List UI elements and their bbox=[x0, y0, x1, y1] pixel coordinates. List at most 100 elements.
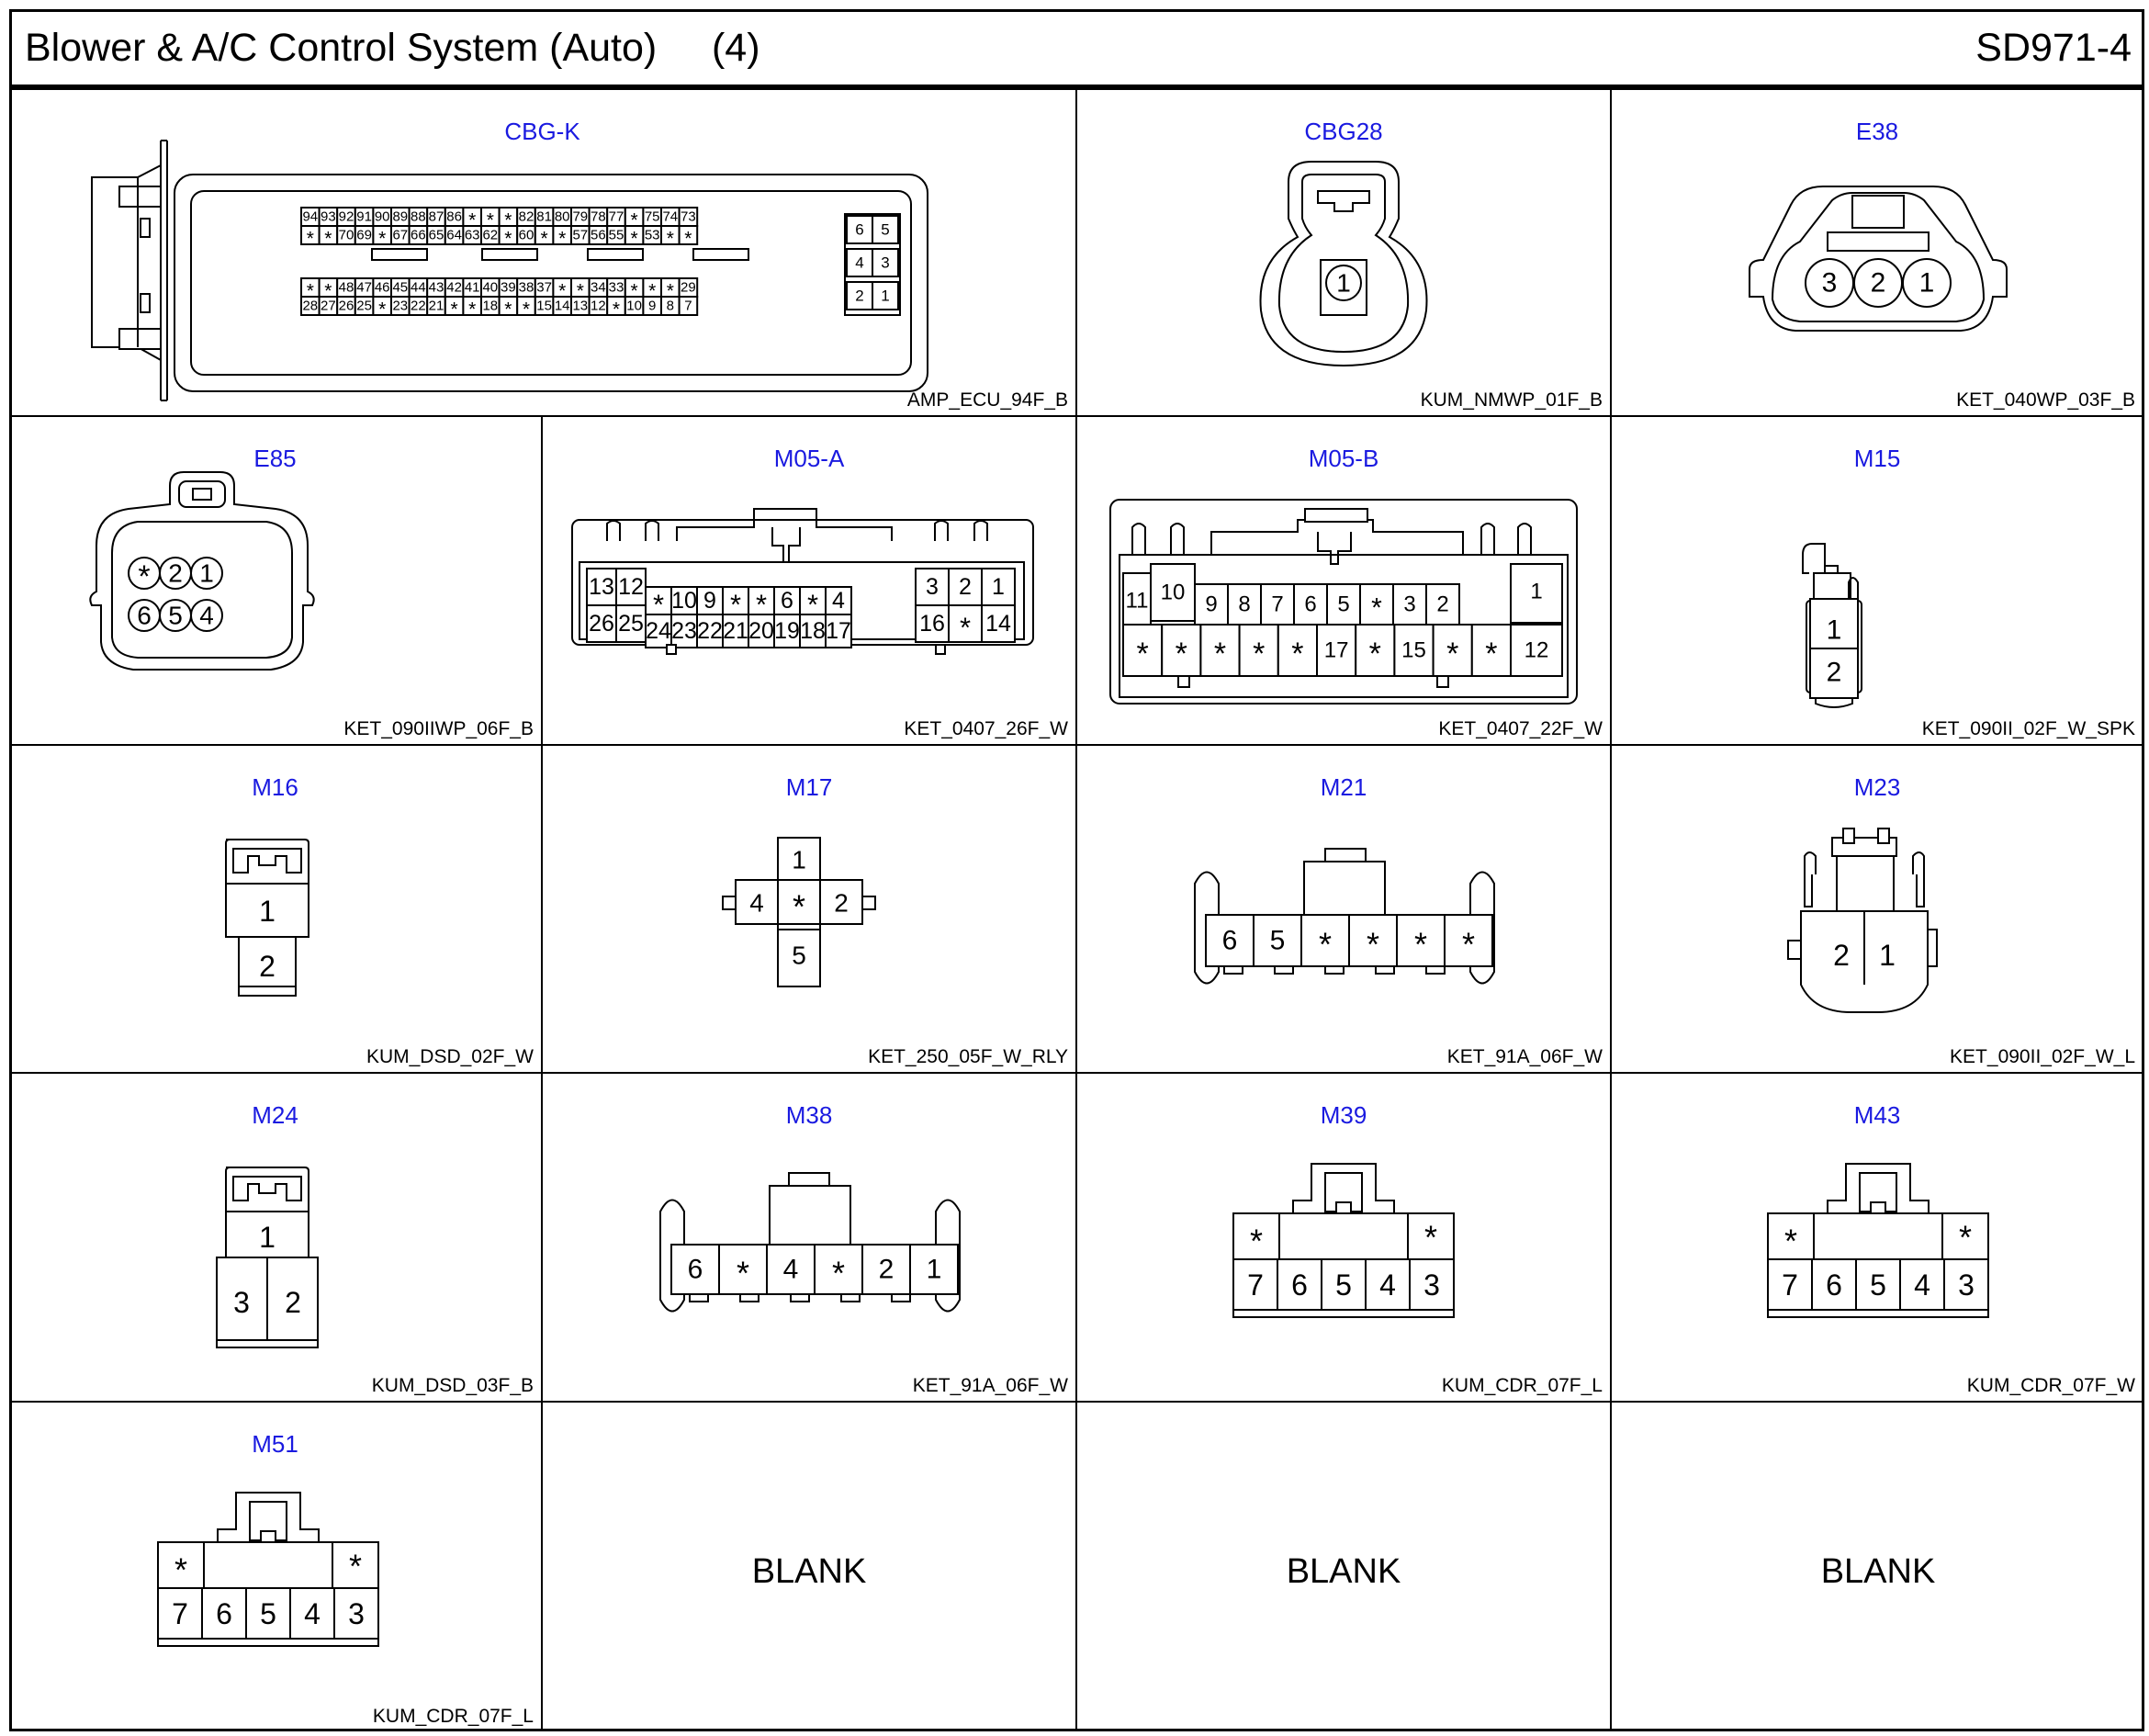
pin-label: 33 bbox=[609, 280, 624, 296]
outline bbox=[161, 140, 168, 401]
connector-part: KUM_NMWP_01F_B bbox=[1420, 389, 1603, 411]
pin-label: 6 bbox=[137, 602, 152, 630]
connector-name: M05-B bbox=[1308, 445, 1379, 472]
outline bbox=[118, 186, 162, 208]
pin-label: 82 bbox=[519, 209, 534, 225]
pin-label: 11 bbox=[1126, 589, 1149, 614]
pin-label: 26 bbox=[339, 299, 354, 314]
outline bbox=[225, 839, 309, 885]
pin-label: * bbox=[378, 299, 386, 321]
outline bbox=[615, 568, 647, 606]
outline bbox=[586, 604, 617, 643]
outline bbox=[225, 1167, 309, 1212]
outline bbox=[1396, 914, 1446, 967]
outline bbox=[1232, 1258, 1278, 1311]
pin-label: 12 bbox=[1525, 638, 1549, 663]
pin-label: * bbox=[1462, 926, 1475, 964]
pin-label: * bbox=[1485, 637, 1497, 671]
outline bbox=[333, 1587, 379, 1640]
pin-label: 4 bbox=[1379, 1268, 1396, 1302]
pin-label: 23 bbox=[671, 618, 697, 644]
outline bbox=[1749, 186, 2008, 332]
pin-label: * bbox=[558, 229, 566, 250]
outline bbox=[1836, 855, 1895, 912]
outline bbox=[666, 644, 677, 655]
pin-label: 16 bbox=[919, 611, 945, 637]
pin-label: 5 bbox=[260, 1597, 276, 1630]
pin-label: 9 bbox=[1205, 592, 1217, 617]
pin-label: 5 bbox=[1870, 1268, 1886, 1302]
outline bbox=[586, 568, 617, 606]
outline bbox=[1842, 828, 1855, 844]
connector-part: KUM_CDR_07F_L bbox=[372, 1706, 534, 1727]
pin-label: 14 bbox=[985, 611, 1011, 637]
blank-label: BLANK bbox=[1286, 1551, 1401, 1591]
pin-label: * bbox=[1784, 1223, 1797, 1260]
pin-label: * bbox=[1446, 637, 1458, 671]
outline bbox=[788, 1172, 830, 1187]
pin-label: 24 bbox=[646, 618, 671, 644]
outline bbox=[1324, 965, 1345, 975]
cell-cbg28: CBG28 1 KUM_NMWP_01F_B bbox=[1077, 90, 1612, 417]
outline bbox=[1238, 624, 1279, 677]
outline bbox=[1815, 698, 1853, 708]
outline bbox=[861, 1244, 911, 1295]
pin-label: 25 bbox=[618, 611, 644, 637]
pin-label: 6 bbox=[1826, 1268, 1842, 1302]
pin-label: 7 bbox=[1782, 1268, 1798, 1302]
pin-label: 64 bbox=[446, 228, 462, 243]
pin-label: 1 bbox=[1336, 269, 1351, 298]
connector-m16-drawing: 12 bbox=[225, 839, 309, 997]
pin-label: 2 bbox=[959, 574, 972, 600]
pin-label: 78 bbox=[591, 209, 606, 225]
pin-label: 9 bbox=[648, 299, 656, 314]
pin-label: 40 bbox=[482, 280, 498, 296]
pin-label: * bbox=[324, 229, 332, 250]
pin-label: 53 bbox=[645, 228, 660, 243]
pin-label: 2 bbox=[285, 1286, 301, 1319]
outline bbox=[1292, 1163, 1395, 1213]
outline bbox=[819, 879, 863, 925]
pin-label: * bbox=[487, 210, 494, 231]
outline bbox=[260, 1530, 276, 1543]
pin-label: * bbox=[451, 299, 458, 321]
pin-label: * bbox=[504, 210, 512, 231]
connector-name: M24 bbox=[252, 1101, 298, 1129]
connector-part: KUM_DSD_02F_W bbox=[366, 1046, 534, 1067]
pin-label: 73 bbox=[681, 209, 696, 225]
pin-label: 67 bbox=[392, 228, 408, 243]
pin-label: 5 bbox=[1270, 926, 1286, 956]
connector-part: KET_91A_06F_W bbox=[912, 1375, 1068, 1396]
pin-label: 2 bbox=[879, 1255, 894, 1285]
outline bbox=[371, 248, 428, 261]
pin-outline bbox=[1902, 258, 1952, 308]
connector-name: E38 bbox=[1855, 118, 1899, 145]
outline bbox=[1407, 1212, 1455, 1260]
outline bbox=[778, 923, 821, 930]
pin-label: 57 bbox=[572, 228, 588, 243]
pin-label: * bbox=[307, 281, 314, 302]
connector-part: KET_040WP_03F_B bbox=[1956, 389, 2135, 411]
outline bbox=[1393, 624, 1435, 677]
outline bbox=[1260, 583, 1295, 626]
pin-label: * bbox=[667, 229, 674, 250]
pin-label: 1 bbox=[992, 574, 1005, 600]
pin-label: * bbox=[307, 229, 314, 250]
outline bbox=[1877, 828, 1890, 844]
pin-label: 88 bbox=[411, 209, 426, 225]
connector-part: KET_090IIWP_06F_B bbox=[343, 718, 534, 739]
pin-label: * bbox=[1959, 1219, 1972, 1257]
pin-label: 4 bbox=[1914, 1268, 1930, 1302]
pin-label: 2 bbox=[855, 287, 863, 305]
pin-label: 87 bbox=[429, 209, 444, 225]
pin-label: 6 bbox=[688, 1255, 703, 1285]
outline bbox=[192, 488, 212, 501]
outline bbox=[1293, 583, 1328, 626]
connector-name: M15 bbox=[1853, 445, 1901, 472]
outline bbox=[1321, 1258, 1367, 1311]
outline bbox=[1324, 848, 1367, 862]
pin-label: * bbox=[1319, 926, 1332, 964]
pin-outline bbox=[190, 557, 223, 590]
